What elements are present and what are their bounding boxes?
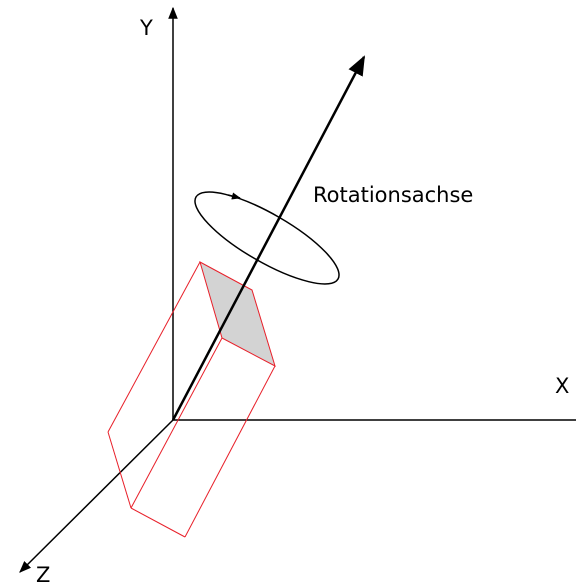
rotation-direction-arrow <box>227 192 241 200</box>
rotation-axis <box>171 55 366 421</box>
x-axis-label: X <box>555 374 569 398</box>
rotation-ellipse <box>194 191 340 285</box>
prism-shaded-face <box>199 260 276 368</box>
rotation-axis-label: Rotationsachse <box>313 183 473 207</box>
y-axis-label: Y <box>139 16 153 40</box>
z-axis <box>19 419 174 573</box>
z-axis-label: Z <box>36 563 50 585</box>
prism <box>107 261 276 538</box>
